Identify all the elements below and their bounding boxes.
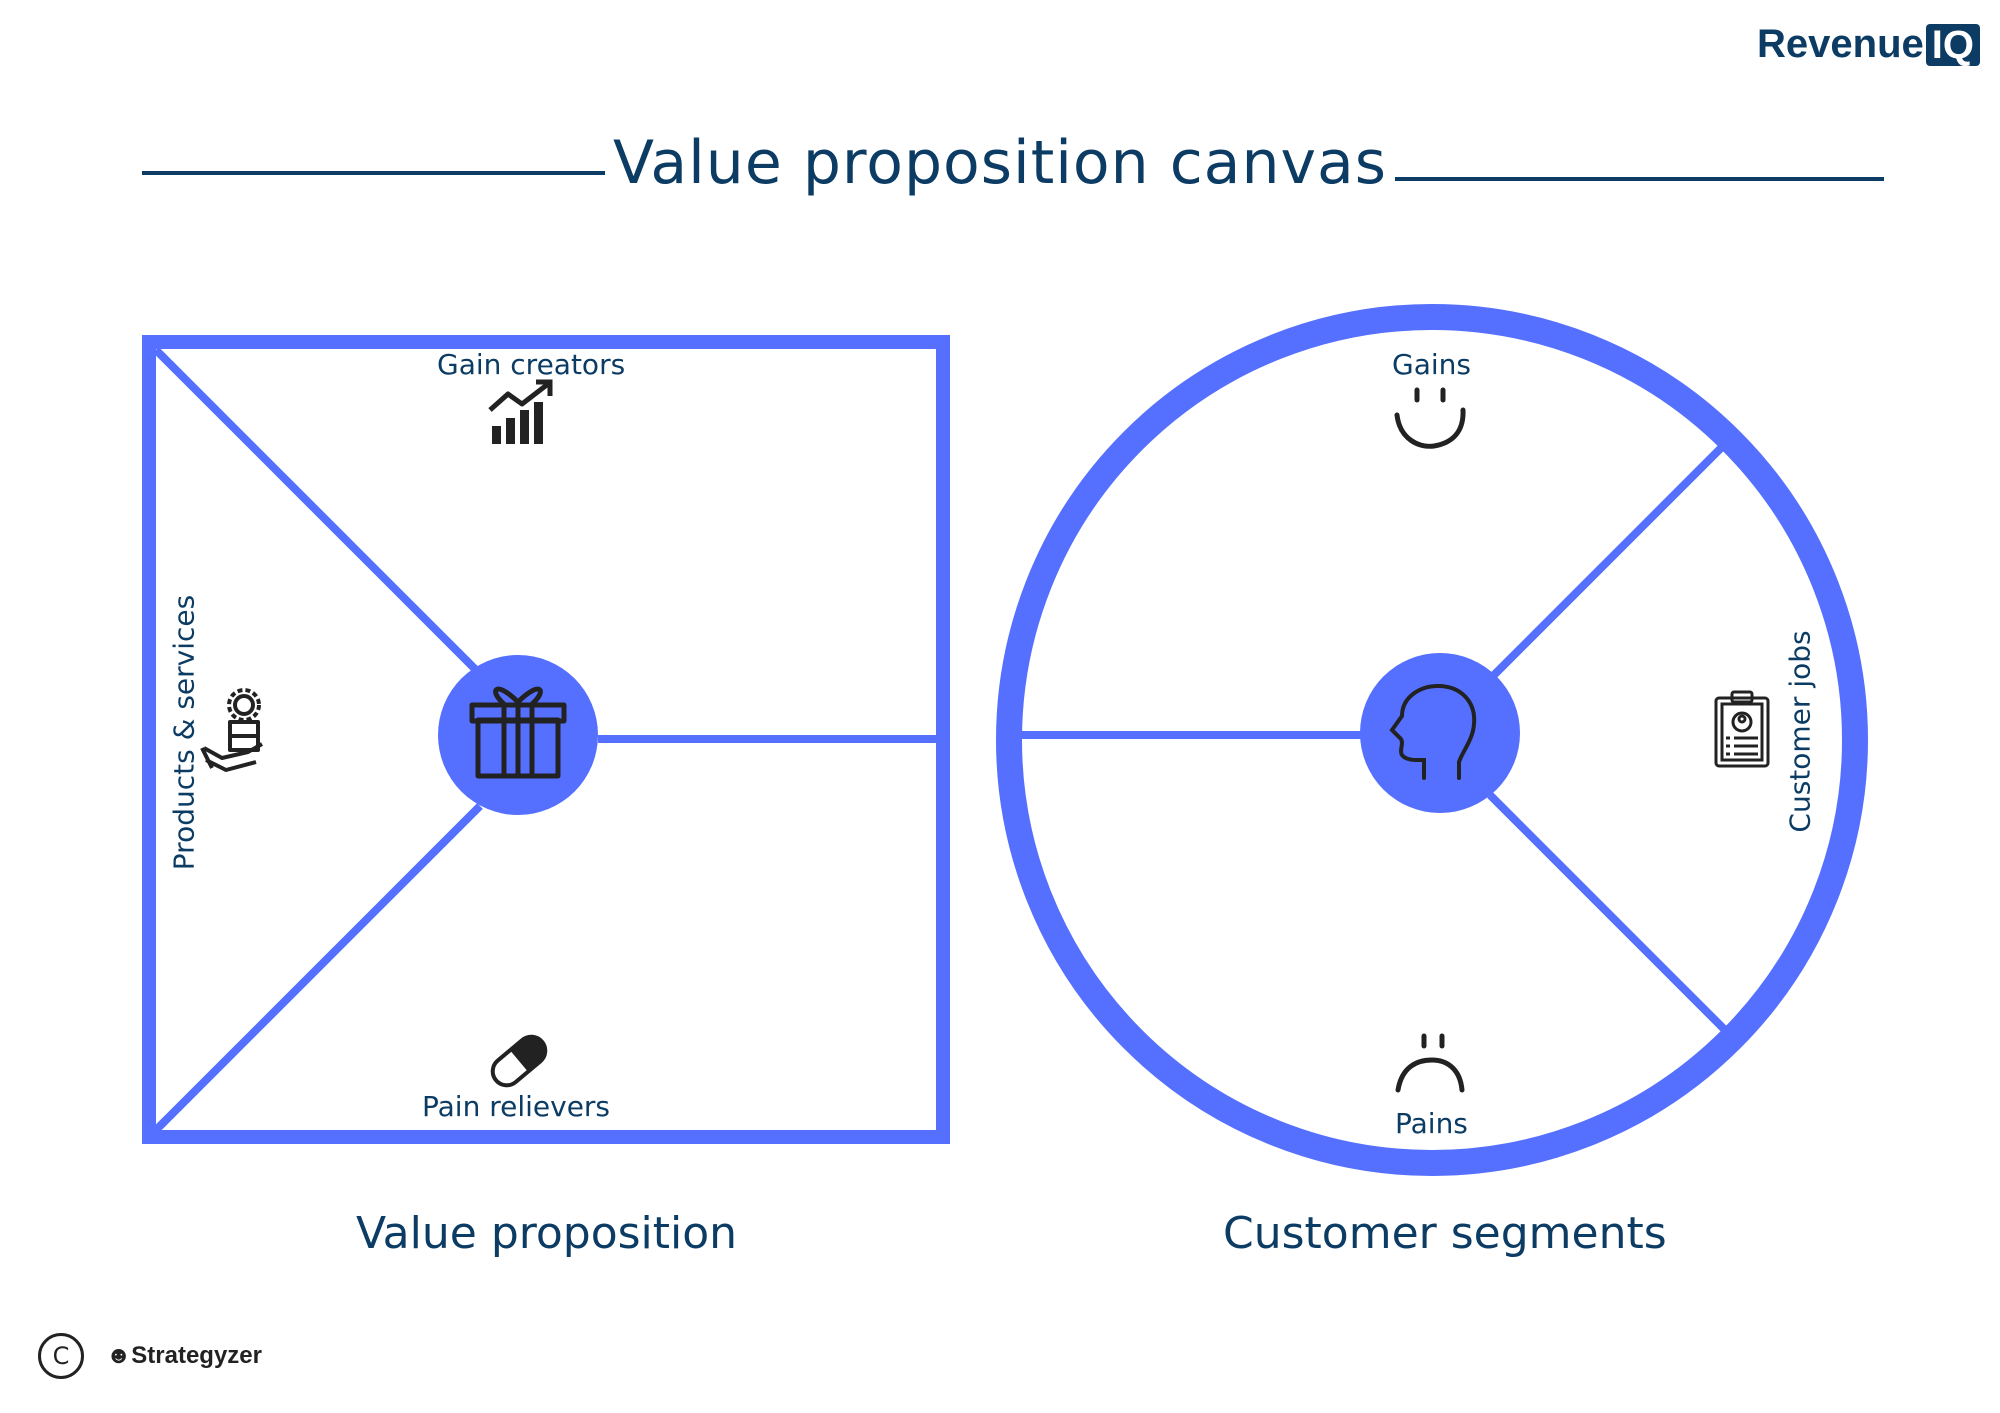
circle-divider-upper (1491, 444, 1725, 678)
value-proposition-square (142, 335, 950, 1144)
clipboard-icon (1714, 690, 1770, 768)
label-pains: Pains (1395, 1107, 1468, 1140)
caption-value-proposition: Value proposition (356, 1208, 738, 1259)
strategyzer-brand: ☻Strategyzer (106, 1342, 262, 1370)
caption-customer-segments: Customer segments (1223, 1208, 1667, 1259)
revenueiq-logo: Revenue IQ (1757, 22, 1980, 67)
gift-icon (469, 686, 567, 779)
title-rule-right (1388, 177, 1884, 181)
pill-icon (490, 1034, 548, 1088)
customer-segments-circle (996, 304, 1868, 1176)
label-gains: Gains (1392, 348, 1471, 381)
chart-growth-icon (488, 379, 553, 444)
copyright-icon: C (38, 1333, 84, 1379)
square-border (142, 335, 950, 1144)
page-title: Value proposition canvas (0, 128, 2000, 198)
hand-box-icon (200, 688, 263, 772)
smile-icon (1394, 387, 1466, 449)
circle-border (996, 304, 1868, 1176)
circle-center-circle (1360, 653, 1520, 813)
square-divider-upper (153, 347, 480, 674)
square-divider-lower (153, 803, 483, 1133)
smiley-icon: ☻ (106, 1342, 132, 1369)
label-pain-relievers: Pain relievers (422, 1090, 611, 1123)
title-rule-left (142, 171, 642, 175)
frown-icon (1395, 1033, 1465, 1093)
label-products-services: Products & services (167, 594, 201, 871)
footer: C ☻Strategyzer (38, 1333, 262, 1379)
label-customer-jobs: Customer jobs (1783, 630, 1817, 833)
logo-text: Revenue (1757, 22, 1924, 66)
logo-badge: IQ (1925, 23, 1980, 66)
head-icon (1389, 683, 1477, 780)
brand-text: Strategyzer (131, 1342, 262, 1369)
circle-divider-lower (1487, 792, 1727, 1032)
label-gain-creators: Gain creators (437, 348, 626, 381)
